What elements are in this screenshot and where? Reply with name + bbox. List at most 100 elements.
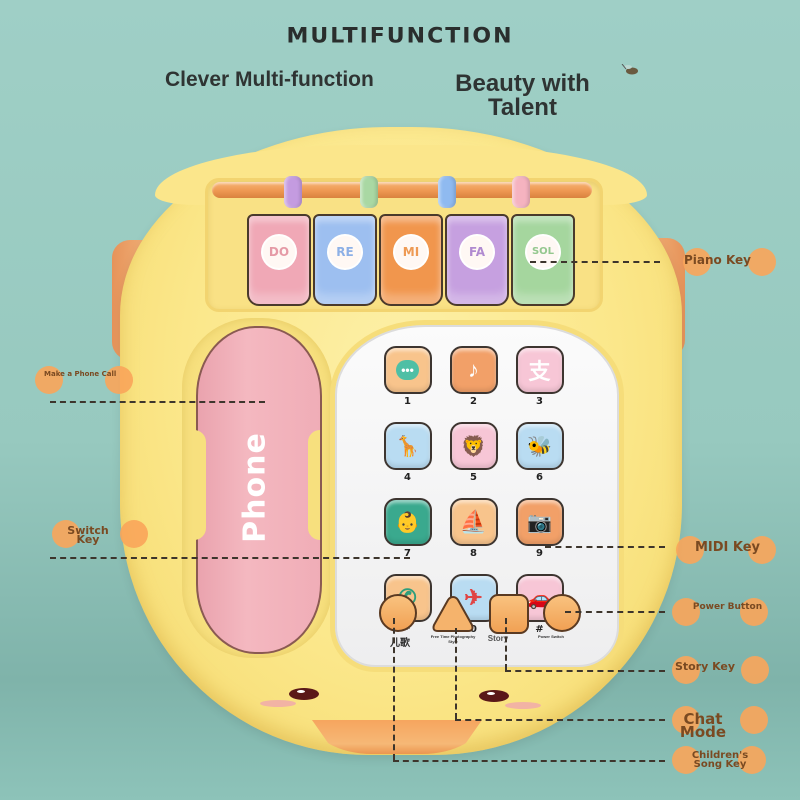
phone-handset[interactable] <box>196 326 322 654</box>
fn-label-power: Power Switch <box>537 634 564 639</box>
baby-icon: 👶 <box>395 511 420 534</box>
keypad-button[interactable]: 🐝 <box>515 422 564 470</box>
callout-story-key: Story Key <box>674 660 736 673</box>
fn-label-story: Story <box>487 634 509 643</box>
line-switch <box>50 557 410 559</box>
function-buttons <box>379 594 581 634</box>
keypad-number-label: 6 <box>536 472 543 483</box>
callout-make-call: Make a Phone Call <box>44 370 117 378</box>
keypad-number-label: 5 <box>470 472 477 483</box>
piano-key-do[interactable]: DO <box>247 214 311 306</box>
keypad-number-label: 8 <box>470 548 477 559</box>
keypad-button[interactable]: ⛵ <box>449 498 498 546</box>
callout-dot <box>672 706 700 734</box>
handset-phone-text: Phone <box>237 432 273 543</box>
bead-pink[interactable] <box>512 176 530 208</box>
callout-chat-mode: Chat Mode <box>679 710 727 741</box>
sailboat-icon: ⛵ <box>459 509 488 534</box>
camera-icon: 📷 <box>527 511 552 534</box>
piano-key-mi[interactable]: MI <box>379 214 443 306</box>
line-power <box>565 611 665 613</box>
line-story-v <box>505 618 507 670</box>
callout-dot <box>683 248 711 276</box>
bead-blue[interactable] <box>438 176 456 208</box>
callout-dot <box>672 746 700 774</box>
callout-power-button: Power Button <box>692 602 763 612</box>
giraffe-icon: 🦒 <box>395 435 420 458</box>
keypad-key-6: 🐝6 <box>515 422 564 484</box>
chat-mode-triangle-button[interactable] <box>431 594 475 634</box>
note-label: FA <box>459 234 495 270</box>
keypad-button[interactable]: ♪ <box>449 346 498 394</box>
piano-keys: DO RE MI FA SOL <box>247 214 575 306</box>
keypad-number-label: 3 <box>536 396 543 407</box>
left-eye <box>289 688 319 700</box>
keypad-button[interactable]: 支 <box>515 346 564 394</box>
chat-bubble-icon: ••• <box>396 360 419 380</box>
callout-dot <box>672 656 700 684</box>
line-chat-v <box>455 628 457 719</box>
bee-decoration-icon <box>621 64 638 75</box>
keypad-number-label: # <box>535 624 544 635</box>
callout-dot <box>748 536 776 564</box>
callout-dot <box>748 248 776 276</box>
callout-dot <box>35 366 63 394</box>
keypad-key-9: 📷9 <box>515 498 564 560</box>
piano-key-fa[interactable]: FA <box>445 214 509 306</box>
bead-purple[interactable] <box>284 176 302 208</box>
keypad-button[interactable]: 📷 <box>515 498 564 546</box>
keypad-key-5: 🦁5 <box>449 422 498 484</box>
line-chat-h <box>455 719 665 721</box>
line-song-v <box>393 618 395 760</box>
keypad-button[interactable]: 🦁 <box>449 422 498 470</box>
callout-dot <box>120 520 148 548</box>
keypad-number-label: 2 <box>470 396 477 407</box>
callout-song-key: Children's Song Key <box>691 750 749 770</box>
callout-dot <box>105 366 133 394</box>
keypad-key-1: •••1 <box>383 346 432 408</box>
keypad-number-label: 7 <box>404 548 411 559</box>
callout-piano-key: Piano Key <box>683 253 752 267</box>
callout-switch-key: Switch Key <box>67 524 109 547</box>
keypad-button[interactable]: ••• <box>383 346 432 394</box>
note-label: RE <box>327 234 363 270</box>
piano-key-re[interactable]: RE <box>313 214 377 306</box>
alipay-icon: 支 <box>528 359 551 384</box>
keypad-number-label: 9 <box>536 548 543 559</box>
right-cheek <box>505 702 541 709</box>
airplane-icon: ✈ <box>464 585 483 610</box>
line-midi <box>545 546 665 548</box>
line-make-call <box>50 401 265 403</box>
keypad-key-2: ♪2 <box>449 346 498 408</box>
keypad-button[interactable]: 👶 <box>383 498 432 546</box>
line-story-h <box>505 670 665 672</box>
left-cheek <box>260 700 296 707</box>
music-note-icon: ♪ <box>468 357 479 382</box>
keypad-key-8: ⛵8 <box>449 498 498 560</box>
bee-icon: 🐝 <box>527 435 552 458</box>
handset-waist-right <box>308 430 320 540</box>
fn-label-photo: Free Time Photography Style <box>430 634 476 644</box>
title-multifunction: MULTIFUNCTION <box>286 24 514 49</box>
keypad-number-label: 0 <box>470 624 477 635</box>
line-piano <box>530 261 660 263</box>
lion-icon: 🦁 <box>461 435 486 458</box>
power-button[interactable] <box>543 594 581 632</box>
callout-dot <box>738 746 766 774</box>
keypad-key-7: 👶7 <box>383 498 432 560</box>
fn-label-song: 儿歌 <box>390 638 410 649</box>
subtitle-clever: Clever Multi-function <box>165 68 374 91</box>
keypad-button[interactable]: 🦒 <box>383 422 432 470</box>
childrens-song-button[interactable] <box>379 594 417 632</box>
callout-dot <box>741 656 769 684</box>
bead-rod <box>212 182 592 198</box>
line-song-h <box>393 760 665 762</box>
callout-dot <box>676 536 704 564</box>
callout-dot <box>672 598 700 626</box>
piano-key-sol[interactable]: SOL <box>511 214 575 306</box>
right-eye <box>479 690 509 702</box>
callout-dot <box>740 598 768 626</box>
bead-green[interactable] <box>360 176 378 208</box>
story-square-button[interactable] <box>489 594 529 634</box>
